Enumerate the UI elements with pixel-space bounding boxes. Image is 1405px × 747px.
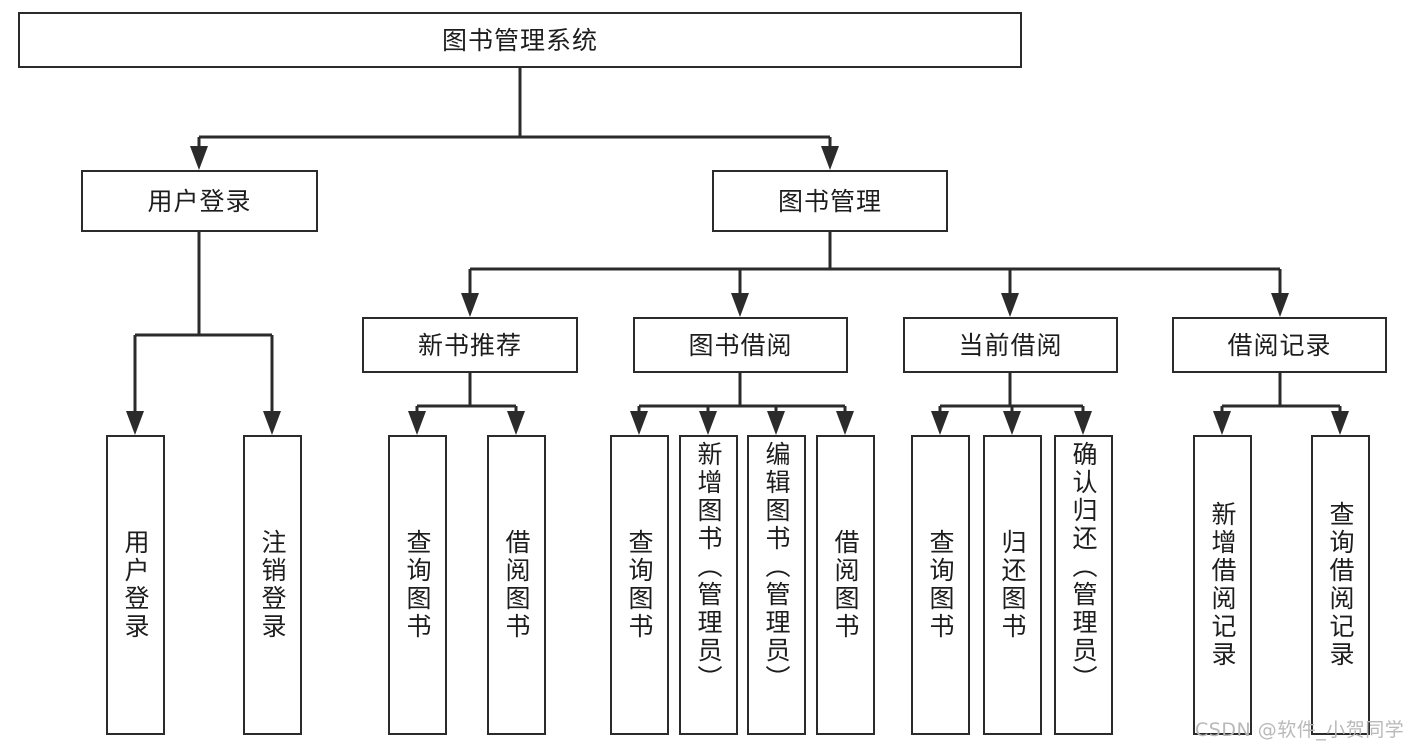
node-borrow-3: 编辑图书（管理员） [747,435,806,735]
arrow-head-icon [190,146,208,170]
node-borrow-2: 新增图书（管理员） [679,435,738,735]
arrow-head-icon [461,293,479,317]
node-login-1: 用户登录 [106,435,165,735]
node-label: 图书管理 [777,186,882,216]
node-current-3: 确认归还（管理员） [1054,435,1113,735]
node-newbook-2: 借阅图书 [487,435,546,735]
node-label: 借阅记录 [1227,330,1332,360]
node-label: 查询借阅记录 [1326,501,1355,669]
node-label: 归还图书 [998,529,1027,641]
node-label: 借阅图书 [831,529,860,641]
arrow-head-icon [263,411,281,435]
node-bookmgmt: 图书管理 [712,170,948,232]
node-label: 当前借阅 [958,330,1063,360]
arrow-head-icon [1213,411,1231,435]
node-label: 查询图书 [926,529,955,641]
node-root: 图书管理系统 [18,12,1022,68]
arrow-head-icon [507,411,525,435]
node-current: 当前借阅 [903,317,1118,373]
arrow-head-icon [821,146,839,170]
node-borrow-4: 借阅图书 [816,435,875,735]
arrow-head-icon [408,411,426,435]
node-borrow-1: 查询图书 [610,435,669,735]
node-current-2: 归还图书 [983,435,1042,735]
node-label: 确认归还（管理员） [1069,441,1098,693]
arrow-head-icon [767,411,785,435]
arrow-head-icon [731,293,749,317]
node-newbook-1: 查询图书 [388,435,447,735]
node-borrow: 图书借阅 [633,317,848,373]
node-records-2: 查询借阅记录 [1311,435,1370,735]
node-label: 用户登录 [121,529,150,641]
arrow-head-icon [1001,293,1019,317]
node-label: 借阅图书 [502,529,531,641]
arrow-head-icon [1003,411,1021,435]
arrow-head-icon [1271,293,1289,317]
watermark-text: CSDN @软件_小贺同学 [1195,719,1405,741]
node-label: 新增图书（管理员） [694,441,723,693]
node-label: 图书借阅 [688,330,793,360]
node-label: 用户登录 [147,186,252,216]
node-login: 用户登录 [81,170,318,232]
arrow-head-icon [836,411,854,435]
node-login-2: 注销登录 [243,435,302,735]
node-label: 查询图书 [403,529,432,641]
arrow-head-icon [630,411,648,435]
arrow-head-icon [126,411,144,435]
arrow-head-icon [699,411,717,435]
node-current-1: 查询图书 [911,435,970,735]
node-label: 新增借阅记录 [1208,501,1237,669]
node-label: 查询图书 [625,529,654,641]
node-records: 借阅记录 [1172,317,1387,373]
node-label: 编辑图书（管理员） [762,441,791,693]
arrow-head-icon [1331,411,1349,435]
node-newbook: 新书推荐 [362,317,578,373]
node-records-1: 新增借阅记录 [1193,435,1252,735]
arrow-head-icon [1074,411,1092,435]
node-label: 图书管理系统 [441,25,598,55]
arrow-head-icon [931,411,949,435]
node-label: 注销登录 [258,529,287,641]
node-label: 新书推荐 [417,330,522,360]
